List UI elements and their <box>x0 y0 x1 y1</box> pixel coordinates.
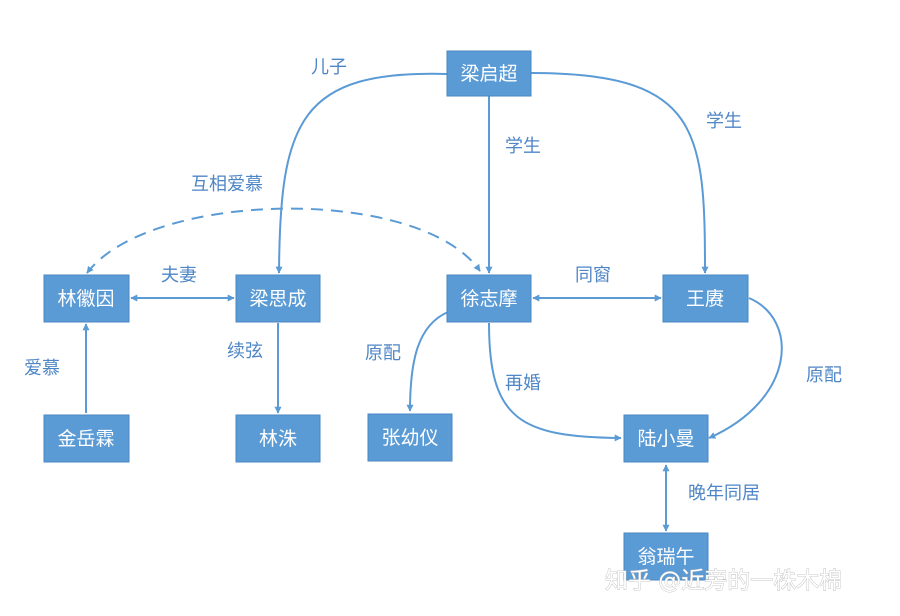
svg-text:陆小曼: 陆小曼 <box>637 428 694 450</box>
svg-text:梁思成: 梁思成 <box>249 288 306 310</box>
label-mutual-admiration: 互相爱慕 <box>191 174 263 195</box>
label-student-wang: 学生 <box>706 111 742 132</box>
node-weng-ruiwu: 翁瑞午 <box>623 532 709 581</box>
label-son: 儿子 <box>311 57 347 78</box>
svg-text:徐志摩: 徐志摩 <box>460 288 517 310</box>
label-classmates: 同窗 <box>575 265 611 286</box>
edge-mutual-admiration <box>86 207 481 274</box>
edge-remarried <box>488 322 622 442</box>
label-late-cohabitation: 晚年同居 <box>688 483 760 504</box>
edge-student-wang <box>530 72 709 274</box>
svg-text:梁启超: 梁启超 <box>460 63 517 85</box>
label-remarriage: 续弦 <box>227 341 263 362</box>
svg-text:王赓: 王赓 <box>686 288 724 310</box>
label-remarried: 再婚 <box>505 373 541 394</box>
node-zhang-youyi: 张幼仪 <box>367 413 453 462</box>
label-first-wife-wang: 原配 <box>806 365 842 386</box>
svg-text:金岳霖: 金岳霖 <box>57 428 114 450</box>
svg-text:林徽因: 林徽因 <box>57 288 114 310</box>
edge-first-wife-xu <box>406 311 449 412</box>
svg-text:林洙: 林洙 <box>259 428 297 450</box>
node-wang-geng: 王赓 <box>662 274 749 323</box>
node-liang-sicheng: 梁思成 <box>235 274 321 323</box>
zhihu-watermark: 知乎 @近旁的一株木棉 <box>605 568 842 594</box>
node-liang-qichao: 梁启超 <box>446 50 532 97</box>
node-lu-xiaoman: 陆小曼 <box>623 414 709 463</box>
label-spouses: 夫妻 <box>161 265 197 286</box>
svg-text:翁瑞午: 翁瑞午 <box>637 546 694 568</box>
node-xu-zhimo: 徐志摩 <box>446 274 532 323</box>
edge-son <box>275 72 448 274</box>
node-lin-zhu: 林洙 <box>235 414 321 463</box>
label-student-xu: 学生 <box>505 136 541 157</box>
svg-text:张幼仪: 张幼仪 <box>381 427 438 449</box>
node-lin-huiyin: 林徽因 <box>43 274 130 323</box>
node-jin-yuelin: 金岳霖 <box>43 414 130 463</box>
edge-first-wife-wang <box>708 297 783 439</box>
label-first-wife-xu: 原配 <box>365 343 401 364</box>
label-admiration: 爱慕 <box>24 358 60 379</box>
